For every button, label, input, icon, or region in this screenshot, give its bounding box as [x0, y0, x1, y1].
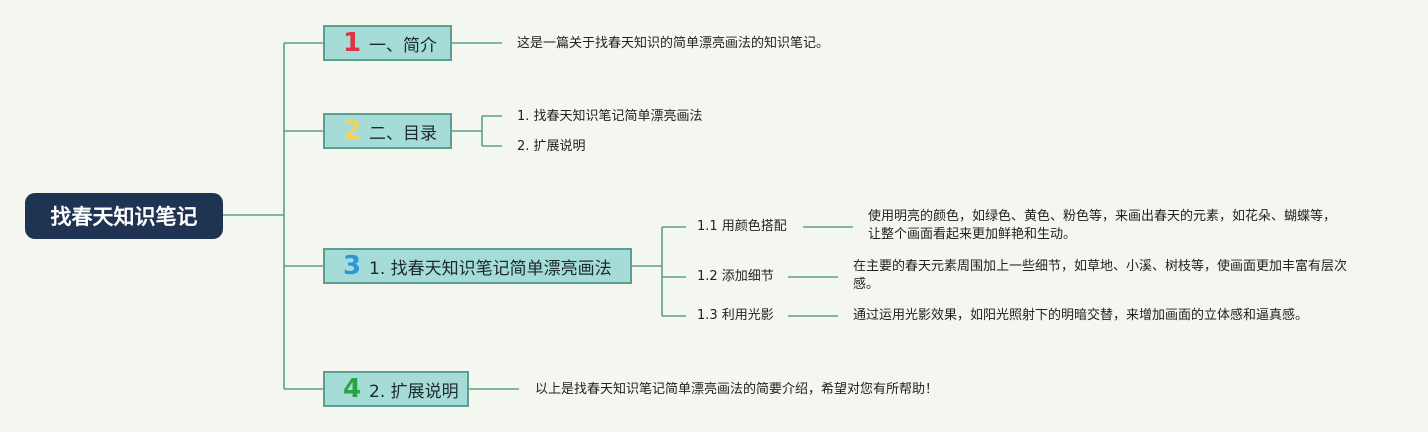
- child-node-colors[interactable]: 1.1 用颜色搭配: [697, 219, 787, 234]
- branch-node-contents[interactable]: 2 二、目录: [323, 113, 452, 149]
- branch-label: 二、目录: [369, 123, 437, 144]
- child-node-lighting[interactable]: 1.3 利用光影: [697, 308, 774, 323]
- contents-item-1: 1. 找春天知识笔记简单漂亮画法: [517, 109, 703, 124]
- branch-label: 1. 找春天知识笔记简单漂亮画法: [369, 258, 612, 279]
- branch-node-extension[interactable]: 4 2. 扩展说明: [323, 371, 469, 407]
- root-label: 找春天知识笔记: [50, 205, 198, 229]
- branch-label: 一、简介: [369, 35, 437, 56]
- note-extension: 以上是找春天知识笔记简单漂亮画法的简要介绍，希望对您有所帮助！: [535, 382, 939, 397]
- note-lighting: 通过运用光影效果，如阳光照射下的明暗交替，来增加画面的立体感和逼真感。: [853, 308, 1309, 323]
- branch-label: 2. 扩展说明: [369, 381, 459, 402]
- note-intro: 这是一篇关于找春天知识的简单漂亮画法的知识笔记。: [517, 36, 830, 51]
- note-colors: 使用明亮的颜色，如绿色、黄色、粉色等，来画出春天的元素，如花朵、蝴蝶等，让整个画…: [868, 209, 1337, 242]
- branch-node-intro[interactable]: 1 一、简介: [323, 25, 452, 61]
- child-node-details[interactable]: 1.2 添加细节: [697, 269, 774, 284]
- number-badge-4: 4: [342, 374, 362, 404]
- link-note-2-bracket: [452, 115, 502, 147]
- number-badge-2: 2: [342, 116, 362, 146]
- branch-node-method[interactable]: 3 1. 找春天知识笔记简单漂亮画法: [323, 248, 632, 284]
- root-node[interactable]: 找春天知识笔记: [25, 193, 223, 239]
- contents-item-2: 2. 扩展说明: [517, 139, 586, 154]
- number-badge-1: 1: [342, 28, 362, 58]
- note-details: 在主要的春天元素周围加上一些细节，如草地、小溪、树枝等，使画面更加丰富有层次感。: [853, 259, 1348, 292]
- number-badge-3: 3: [342, 251, 362, 281]
